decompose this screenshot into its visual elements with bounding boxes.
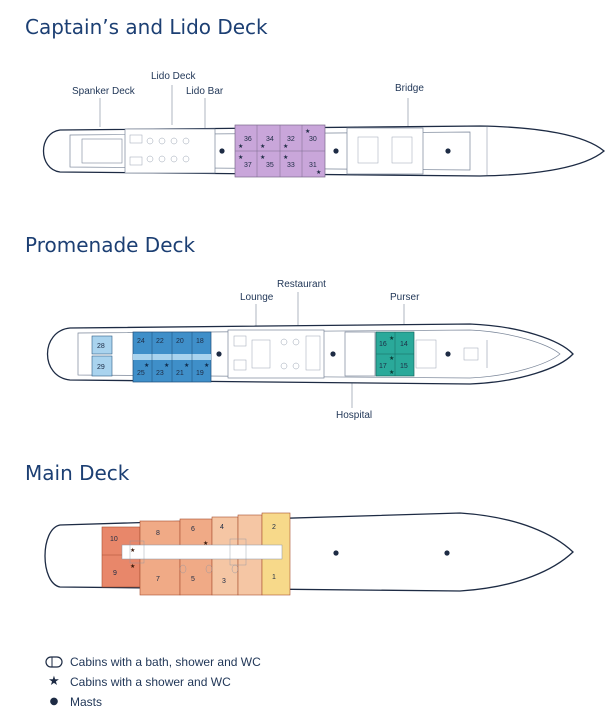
svg-text:★: ★ [389,355,394,362]
cabin-2: 2 [272,524,276,531]
legend-text: Cabins with a bath, shower and WC [70,655,261,669]
legend-text: Cabins with a shower and WC [70,675,231,689]
cabin-5: 5 [191,576,195,583]
hospital-label: Hospital [336,410,373,421]
svg-text:★: ★ [203,540,208,547]
captains-lido-deck-title: Captain’s and Lido Deck [25,15,268,39]
svg-text:★: ★ [204,362,209,369]
cabin-1: 1 [272,574,276,581]
captains-lido-deck-plan: 36 34 32 30 37 35 33 31 ★ ★ ★ ★ ★ ★ ★ ★ [43,85,606,178]
cabin-14: 14 [400,341,408,348]
svg-text:★: ★ [283,154,288,161]
cabin-37: 37 [244,162,252,169]
mast-icon [444,550,450,556]
lido-deck-label: Lido Deck [151,71,196,82]
svg-text:★: ★ [184,362,189,369]
lounge-label: Lounge [240,292,274,303]
cabin-16: 16 [379,341,387,348]
cabin-35: 35 [266,162,274,169]
mast-icon [330,351,336,357]
svg-text:★: ★ [283,143,288,150]
svg-text:★: ★ [316,169,321,176]
cabin-30: 30 [309,136,317,143]
svg-text:★: ★ [144,362,149,369]
restaurant-label: Restaurant [277,279,326,290]
cabin-34: 34 [266,136,274,143]
bath-icon [44,654,64,670]
cabin-4: 4 [220,524,224,531]
mast-icon [333,148,339,154]
cabin-33: 33 [287,162,295,169]
svg-text:★: ★ [164,362,169,369]
cabin-17: 17 [379,363,387,370]
cabin-28: 28 [97,343,105,350]
cabin-29: 29 [97,364,105,371]
mast-icon: ● [49,696,59,707]
svg-text:★: ★ [305,128,310,135]
mast-icon [216,351,222,357]
cabin-15: 15 [400,363,408,370]
svg-text:★: ★ [238,154,243,161]
cabin-23: 23 [156,370,164,377]
mast-icon [333,550,339,556]
cabin-18: 18 [196,338,204,345]
cabin-19: 19 [196,370,204,377]
main-deck-plan: 10 8 6 4 2 9 7 5 3 1 ★ ★ ★ [44,512,574,596]
mast-icon [219,148,225,154]
legend-text: Masts [70,695,103,709]
cabin-20: 20 [176,338,184,345]
cabin-36: 36 [244,136,252,143]
cabin-10: 10 [110,536,118,543]
lido-bar-label: Lido Bar [186,86,224,97]
cabin-6: 6 [191,526,195,533]
cabin-32: 32 [287,136,295,143]
svg-text:★: ★ [130,547,135,554]
cabin-8: 8 [156,530,160,537]
promenade-deck-plan: 28 29 24 22 20 18 25 23 21 19 ★ ★ ★ ★ 16 14… [47,292,574,408]
cabin-9: 9 [113,570,117,577]
svg-text:★: ★ [389,335,394,342]
purser-label: Purser [390,292,420,303]
cabin-24: 24 [137,338,145,345]
svg-text:★: ★ [260,143,265,150]
main-deck-title: Main Deck [25,461,130,485]
promenade-deck-title: Promenade Deck [25,233,196,257]
svg-text:★: ★ [389,369,394,376]
cabin-25: 25 [137,370,145,377]
cabin-22: 22 [156,338,164,345]
spanker-deck-label: Spanker Deck [72,86,135,97]
mast-icon [445,351,451,357]
cabin-21: 21 [176,370,184,377]
mast-icon [445,148,451,154]
cabin-7: 7 [156,576,160,583]
cabin-31: 31 [309,162,317,169]
bridge-label: Bridge [395,83,424,94]
cabin-3: 3 [222,578,226,585]
svg-text:★: ★ [130,563,135,570]
svg-text:★: ★ [238,143,243,150]
svg-text:★: ★ [260,154,265,161]
star-icon: ★ [48,674,60,689]
